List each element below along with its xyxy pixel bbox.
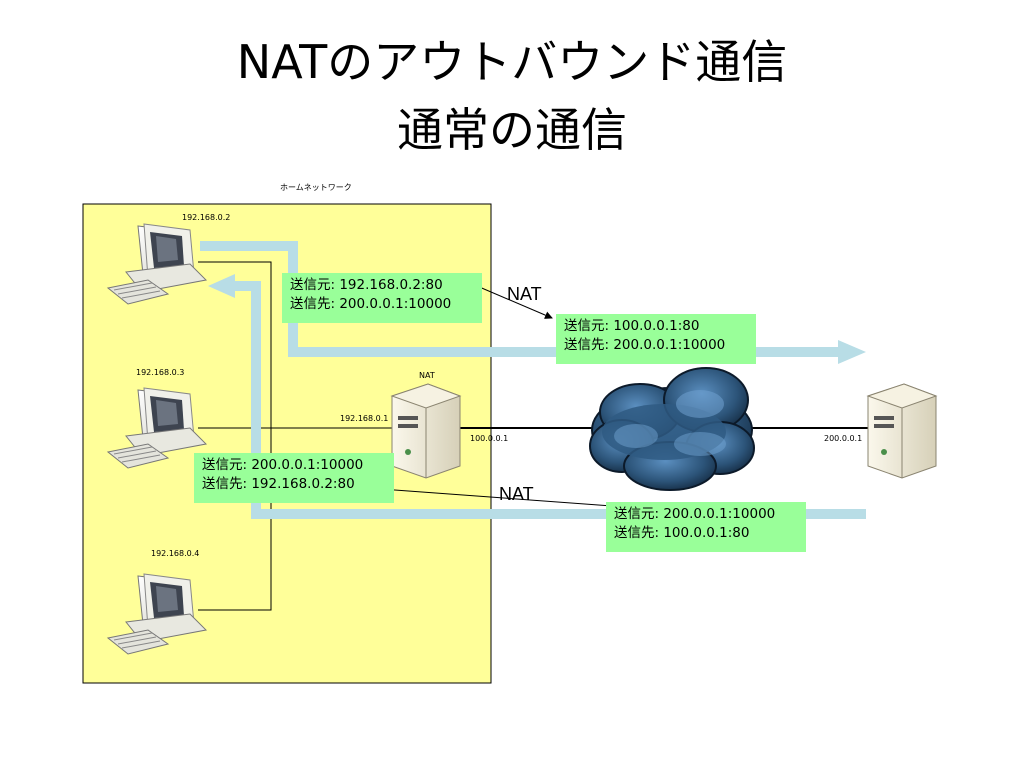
packet-source: 送信元: 200.0.0.1:10000 (614, 506, 776, 522)
packet-destination: 送信先: 200.0.0.1:10000 (290, 296, 452, 312)
packet-destination: 送信先: 200.0.0.1:10000 (564, 337, 726, 353)
pc-icon (106, 223, 208, 305)
nat-outer-ip-label: 100.0.0.1 (470, 434, 509, 443)
packet-box-outbound-after-nat: 送信元: 100.0.0.1:80 送信先: 200.0.0.1:10000 (556, 314, 756, 364)
packet-box-inbound-after-nat: 送信元: 200.0.0.1:10000 送信先: 192.168.0.2:80 (194, 453, 394, 503)
packet-destination: 送信先: 192.168.0.2:80 (202, 476, 355, 492)
remote-server-icon (866, 383, 938, 479)
packet-source: 送信元: 192.168.0.2:80 (290, 277, 443, 293)
nat-router-label: NAT (419, 371, 435, 380)
packet-source: 送信元: 100.0.0.1:80 (564, 318, 700, 334)
nat-inbound-translation-arrow (380, 485, 613, 507)
title-line-1: NATのアウトバウンド通信 (236, 35, 788, 89)
title-line-2: 通常の通信 (397, 103, 627, 157)
pc-icon (106, 387, 208, 469)
host-ip-label: 192.168.0.3 (136, 368, 185, 377)
pc-icon (106, 573, 208, 655)
inbound-flow-arrow (208, 274, 866, 519)
packet-source: 送信元: 200.0.0.1:10000 (202, 457, 364, 473)
nat-inner-ip-label: 192.168.0.1 (340, 414, 389, 423)
home-network-label: ホームネットワーク (280, 183, 352, 192)
internet-cloud-icon (589, 367, 755, 491)
host-ip-label: 192.168.0.4 (151, 549, 200, 558)
packet-box-outbound-before-nat: 送信元: 192.168.0.2:80 送信先: 200.0.0.1:10000 (282, 273, 482, 323)
packet-destination: 送信先: 100.0.0.1:80 (614, 525, 750, 541)
host-ip-label: 192.168.0.2 (182, 213, 231, 222)
packet-box-inbound-before-nat: 送信元: 200.0.0.1:10000 送信先: 100.0.0.1:80 (606, 502, 806, 552)
lan-cables (198, 261, 394, 611)
nat-outbound-translation-arrow (469, 282, 553, 319)
nat-inbound-label: NAT (499, 484, 534, 504)
remote-server-ip-label: 200.0.0.1 (824, 434, 863, 443)
nat-outbound-label: NAT (507, 284, 542, 304)
nat-router-server-icon (390, 383, 462, 479)
